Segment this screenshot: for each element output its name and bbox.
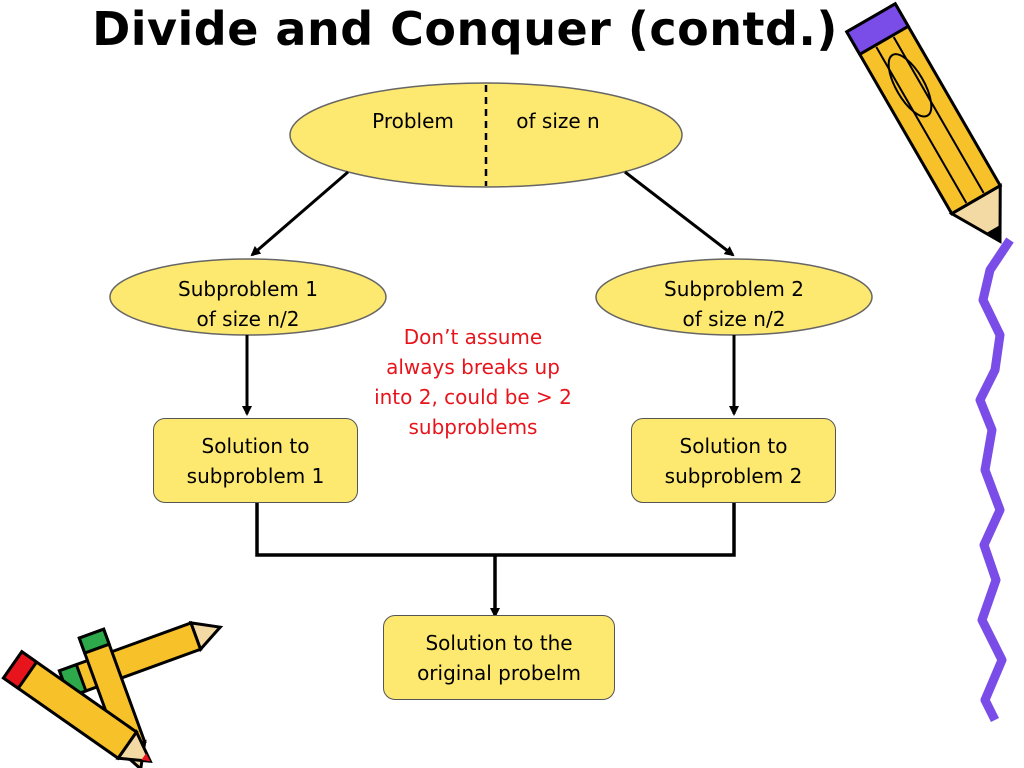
sub1-line1: Subproblem 1 (178, 277, 318, 301)
sol1-line2: subproblem 1 (186, 463, 325, 488)
solution-1-box: Solution to subproblem 1 (153, 418, 358, 503)
root-right-label: of size n (516, 109, 600, 133)
arrow-root-to-sub1 (250, 170, 349, 257)
sol1-line1: Solution to (201, 433, 310, 458)
pencils-cluster-icon (1, 620, 224, 768)
connector-solutions (255, 503, 736, 557)
zigzag-decoration (975, 237, 1014, 723)
sub2-line1: Subproblem 2 (664, 277, 804, 301)
sol2-line1: Solution to (679, 433, 788, 458)
slide-title: Divide and Conquer (contd.) (92, 2, 838, 56)
arrow-root-to-sub2 (624, 170, 735, 257)
final-line1: Solution to the (425, 630, 573, 655)
final-solution-box: Solution to the original probelm (383, 615, 615, 700)
note-line-2: always breaks up (386, 355, 560, 379)
sub1-line2: of size n/2 (196, 307, 300, 331)
note-text: Don’t assume always breaks up into 2, co… (340, 322, 606, 442)
sol2-line2: subproblem 2 (664, 463, 803, 488)
note-line-3: into 2, could be > 2 (374, 385, 572, 409)
note-line-4: subproblems (408, 415, 538, 439)
note-line-1: Don’t assume (403, 325, 543, 349)
sub2-label: Subproblem 2 of size n/2 (614, 274, 854, 334)
sub2-line2: of size n/2 (682, 307, 786, 331)
solution-2-box: Solution to subproblem 2 (631, 418, 836, 503)
root-left-label: Problem (372, 109, 454, 133)
final-line2: original probelm (417, 660, 581, 685)
sub1-label: Subproblem 1 of size n/2 (128, 274, 368, 334)
pencil-icon (844, 1, 1003, 244)
